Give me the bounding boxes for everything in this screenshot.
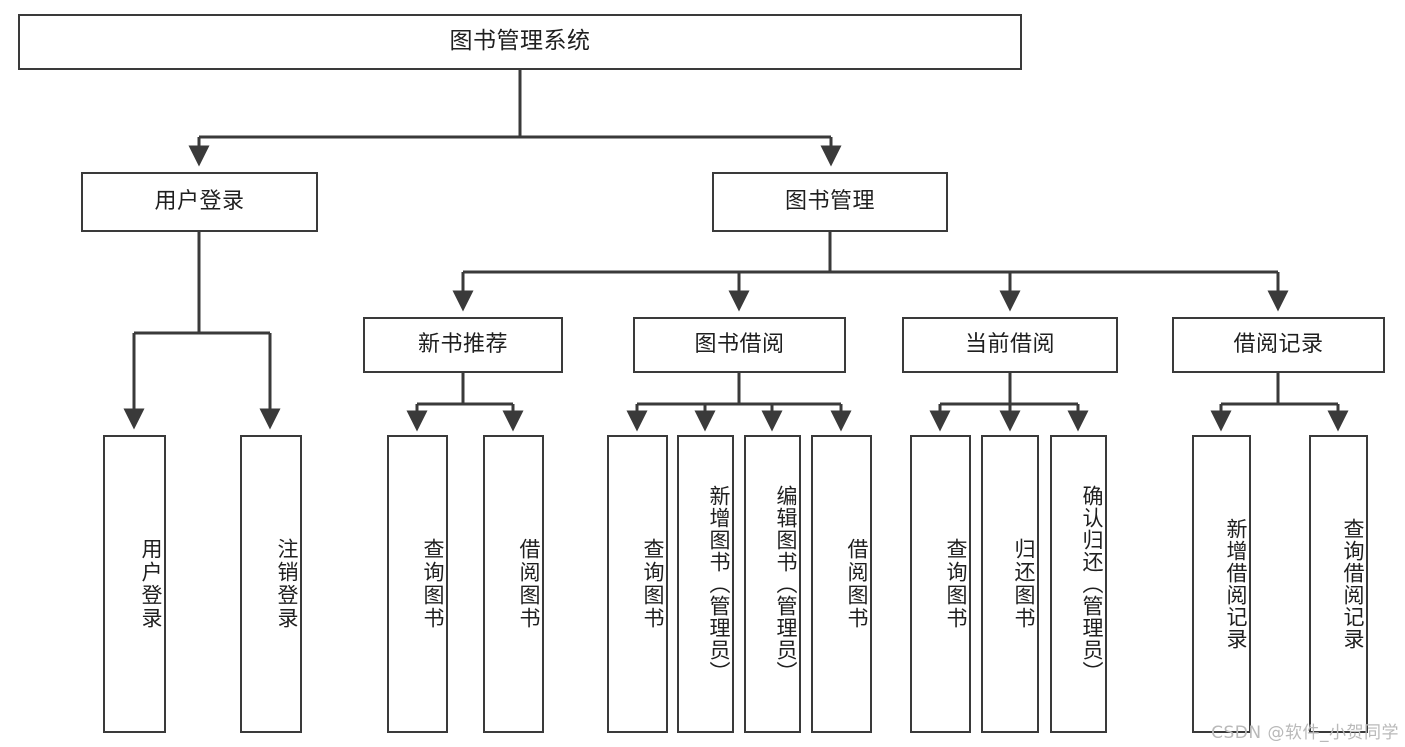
node-label: 查询借阅记录	[1341, 518, 1365, 650]
leaf-user-login-login[interactable]: 用户登录	[103, 435, 166, 733]
node-label: 新增借阅记录	[1224, 518, 1248, 650]
node-label: 查询图书	[421, 538, 445, 630]
node-label: 确认归还（管理员）	[1080, 485, 1104, 683]
node-root-system[interactable]: 图书管理系统	[18, 14, 1022, 70]
node-label: 用户登录	[139, 538, 163, 630]
node-label: 图书管理系统	[449, 28, 591, 55]
leaf-user-login-logout[interactable]: 注销登录	[240, 435, 302, 733]
node-borrow-record[interactable]: 借阅记录	[1172, 317, 1385, 373]
leaf-borrow-query-book[interactable]: 查询图书	[607, 435, 668, 733]
node-new-book-recommend[interactable]: 新书推荐	[363, 317, 563, 373]
leaf-borrow-edit-book-admin[interactable]: 编辑图书（管理员）	[744, 435, 801, 733]
leaf-new-book-query[interactable]: 查询图书	[387, 435, 448, 733]
node-book-borrow[interactable]: 图书借阅	[633, 317, 846, 373]
node-label: 新书推荐	[417, 331, 508, 357]
node-current-borrow[interactable]: 当前借阅	[902, 317, 1118, 373]
leaf-record-query-record[interactable]: 查询借阅记录	[1309, 435, 1368, 733]
node-label: 新增图书（管理员）	[707, 485, 731, 683]
node-label: 归还图书	[1012, 538, 1036, 630]
node-label: 图书借阅	[694, 331, 785, 357]
node-label: 借阅记录	[1233, 331, 1324, 357]
leaf-current-confirm-return-admin[interactable]: 确认归还（管理员）	[1050, 435, 1107, 733]
node-book-management[interactable]: 图书管理	[712, 172, 948, 232]
node-label: 注销登录	[275, 538, 299, 630]
leaf-record-add-record[interactable]: 新增借阅记录	[1192, 435, 1251, 733]
node-user-login[interactable]: 用户登录	[81, 172, 318, 232]
node-label: 借阅图书	[517, 538, 541, 630]
node-label: 图书管理	[784, 188, 875, 214]
node-label: 查询图书	[944, 538, 968, 630]
leaf-borrow-add-book-admin[interactable]: 新增图书（管理员）	[677, 435, 734, 733]
node-label: 借阅图书	[845, 538, 869, 630]
node-label: 查询图书	[641, 538, 665, 630]
node-label: 用户登录	[154, 188, 245, 214]
csdn-watermark: CSDN @软件_小贺同学	[1211, 723, 1399, 743]
leaf-new-book-borrow[interactable]: 借阅图书	[483, 435, 544, 733]
leaf-current-return-book[interactable]: 归还图书	[981, 435, 1039, 733]
leaf-current-query-book[interactable]: 查询图书	[910, 435, 971, 733]
node-label: 编辑图书（管理员）	[774, 485, 798, 683]
node-label: 当前借阅	[964, 331, 1055, 357]
leaf-borrow-borrow-book[interactable]: 借阅图书	[811, 435, 872, 733]
